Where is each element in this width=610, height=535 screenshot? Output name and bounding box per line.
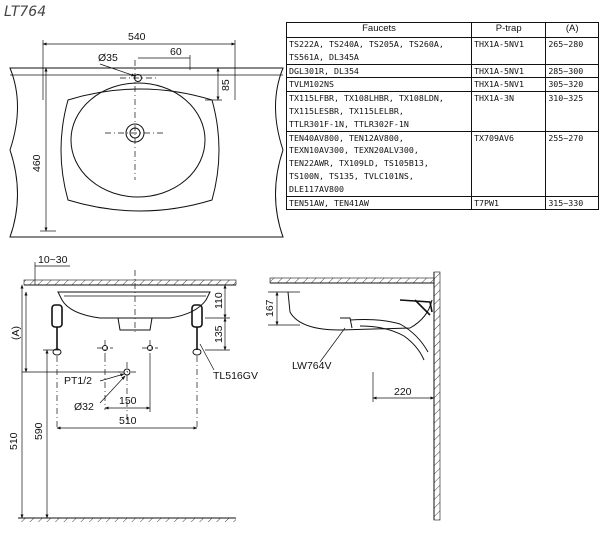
- basin-rim: [60, 88, 220, 212]
- dim-tap-hole: Ø35: [98, 52, 118, 64]
- dim-side-offset: 167: [264, 299, 276, 317]
- left-bracket: [51, 304, 63, 356]
- dim-rim: 10~30: [38, 254, 68, 266]
- cell-ptrap: THX1A-5NV1: [471, 77, 547, 93]
- cell-faucets: TVLM102NS: [285, 77, 473, 93]
- dim-tap-depth: 85: [220, 79, 232, 91]
- dim-spacing-150: 150: [119, 395, 137, 407]
- cell-a: 285~300: [545, 63, 599, 79]
- cell-faucets: DGL301R, DL354: [285, 63, 473, 79]
- header-ptrap: P-trap: [471, 22, 547, 38]
- table-row: TVLM102NS THX1A-5NV1 305~320: [285, 77, 599, 93]
- spec-table: Faucets P-trap (A) TS222A, TS240A, TS205…: [285, 22, 599, 211]
- label-bracket-model: TL516GV: [213, 370, 258, 382]
- cell-ptrap: TX709AV6: [471, 130, 547, 197]
- inner-bowl: [70, 82, 206, 198]
- cell-ptrap: THX1A-3N: [471, 91, 547, 132]
- label-drain-dia: Ø32: [74, 401, 94, 413]
- cell-faucets: TS222A, TS240A, TS205A, TS260A,TS561A, D…: [285, 37, 473, 65]
- table-header-row: Faucets P-trap (A): [285, 22, 599, 38]
- cell-ptrap: THX1A-5NV1: [471, 37, 547, 65]
- cell-ptrap: T7PW1: [471, 195, 547, 211]
- dim-tap-offset: 60: [170, 46, 182, 58]
- front-view: 10~30 110 135 (A) 590 510 PT1/2 Ø32: [8, 254, 258, 522]
- cell-a: 310~325: [545, 91, 599, 132]
- dim-projection: 220: [394, 386, 412, 398]
- top-view: 540 60 Ø35 85 460: [9, 31, 284, 238]
- side-view: 167 LW764V 220: [264, 271, 441, 521]
- right-bracket: [191, 304, 203, 356]
- dim-height-510: 510: [8, 432, 20, 450]
- dim-bowl-height: 110: [213, 292, 225, 309]
- cell-faucets: TEN51AW, TEN41AW: [285, 195, 473, 211]
- cell-ptrap: THX1A-5NV1: [471, 63, 547, 79]
- dim-height-590: 590: [33, 422, 45, 440]
- drawing-title: LT764: [4, 4, 46, 20]
- cell-a: 315~330: [545, 195, 599, 211]
- table-row: TEN40AV800, TEN12AV800,TEXN10AV300, TEXN…: [285, 130, 599, 197]
- label-basin-model: LW764V: [292, 360, 332, 372]
- cell-faucets: TX115LFBR, TX108LHBR, TX108LDN,TX115LESB…: [285, 91, 473, 132]
- header-a: (A): [545, 22, 599, 38]
- header-faucets: Faucets: [285, 22, 473, 38]
- table-row: DGL301R, DL354 THX1A-5NV1 285~300: [285, 63, 599, 79]
- dim-width: 540: [128, 31, 146, 43]
- dim-a: (A): [10, 326, 22, 340]
- label-pt: PT1/2: [64, 375, 92, 387]
- cell-a: 255~270: [545, 130, 599, 197]
- cell-a: 265~280: [545, 37, 599, 65]
- dim-bracket: 135: [213, 325, 225, 343]
- table-row: TX115LFBR, TX108LHBR, TX108LDN,TX115LESB…: [285, 91, 599, 132]
- table-row: TS222A, TS240A, TS205A, TS260A,TS561A, D…: [285, 37, 599, 65]
- table-row: TEN51AW, TEN41AW T7PW1 315~330: [285, 195, 599, 211]
- dim-depth: 460: [31, 154, 43, 172]
- dim-spacing-510: 510: [119, 415, 137, 427]
- cell-faucets: TEN40AV800, TEN12AV800,TEXN10AV300, TEXN…: [285, 130, 473, 197]
- cell-a: 305~320: [545, 77, 599, 93]
